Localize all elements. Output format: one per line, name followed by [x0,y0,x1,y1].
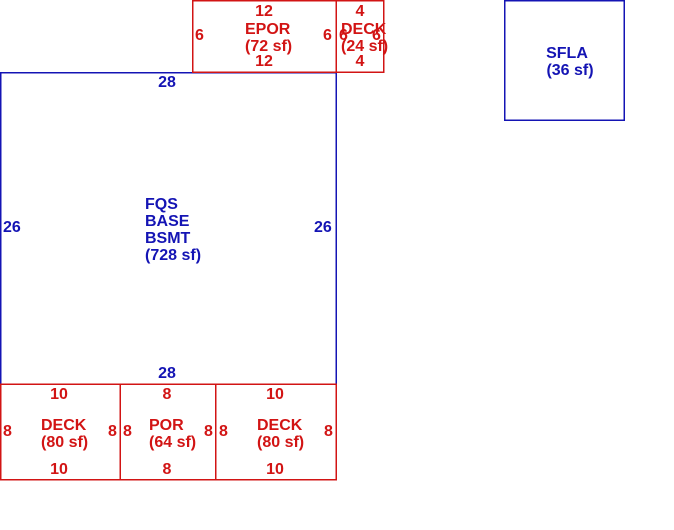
base-dim-right: 26 [314,219,332,236]
deck-top-outline [335,0,385,73]
epor-dim-bottom: 12 [255,53,273,70]
deck-top-dim-right: 6 [372,27,381,44]
base-area-value: (728 sf) [145,247,201,264]
deck-bottom-left-dim-left: 8 [3,423,12,440]
deck-top-dim-left: 6 [339,27,348,44]
por-dim-top: 8 [163,386,172,403]
base-dim-bottom: 28 [158,365,176,382]
deck-bottom-left-dim-top: 10 [50,386,68,403]
epor-area[interactable]: EPOR (72 sf) 12 12 6 6 [192,0,337,73]
deck-bottom-right-dim-left: 8 [219,423,228,440]
epor-dim-right: 6 [323,27,332,44]
deck-bottom-left-area[interactable]: DECK (80 sf) 10 10 8 8 [0,383,121,481]
por-dim-left: 8 [123,423,132,440]
epor-dim-left: 6 [195,27,204,44]
base-name-line-2: BASE [145,213,190,230]
sfla-name: SFLA [546,45,588,62]
sfla-area[interactable]: SFLA (36 sf) [504,0,625,121]
deck-bottom-right-dim-top: 10 [266,386,284,403]
deck-top-dim-top: 4 [356,3,365,20]
por-area[interactable]: POR (64 sf) 8 8 8 8 [119,383,217,481]
por-dim-right: 8 [204,423,213,440]
base-name-line-3: BSMT [145,230,191,247]
deck-bottom-left-area-value: (80 sf) [41,434,88,451]
deck-top-area-value: (24 sf) [341,38,388,55]
deck-bottom-left-dim-right: 8 [108,423,117,440]
deck-bottom-left-name: DECK [41,417,87,434]
por-area-value: (64 sf) [149,434,196,451]
deck-top-dim-bottom: 4 [356,53,365,70]
deck-bottom-right-name: DECK [257,417,303,434]
base-dim-left: 26 [3,219,21,236]
deck-top-name: DECK [341,21,387,38]
base-area[interactable]: FQS BASE BSMT (728 sf) 28 28 26 26 [0,72,337,385]
sfla-area-value: (36 sf) [546,62,593,79]
base-name-line-1: FQS [145,196,178,213]
epor-dim-top: 12 [255,3,273,20]
epor-name: EPOR [245,21,291,38]
deck-bottom-right-area-value: (80 sf) [257,434,304,451]
deck-bottom-left-dim-bottom: 10 [50,461,68,478]
deck-top-area[interactable]: DECK (24 sf) 4 4 6 6 [335,0,388,73]
deck-bottom-right-dim-right: 8 [324,423,333,440]
por-name: POR [149,417,184,434]
deck-bottom-right-outline [215,383,337,481]
deck-bottom-right-dim-bottom: 10 [266,461,284,478]
deck-bottom-right-area[interactable]: DECK (80 sf) 10 10 8 8 [215,383,337,481]
sfla-outline [504,0,625,121]
por-dim-bottom: 8 [163,461,172,478]
epor-area-value: (72 sf) [245,38,292,55]
base-dim-top: 28 [158,74,176,91]
